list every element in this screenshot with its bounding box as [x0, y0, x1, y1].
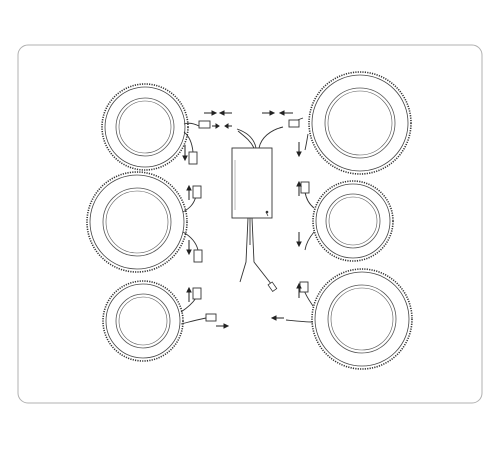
arrows-bottom-row	[216, 315, 284, 329]
led-driver-box	[231, 147, 273, 219]
plug-connector	[267, 281, 278, 292]
arrows-top-row	[204, 110, 293, 129]
arrows-vertical	[182, 142, 302, 302]
light-top-left	[101, 83, 189, 171]
lead-bottom-left	[180, 287, 217, 325]
light-middle-left	[86, 171, 188, 273]
lead-top-left	[183, 120, 211, 165]
lead-middle-left	[182, 185, 203, 263]
light-bottom-left	[102, 280, 184, 362]
light-middle-right	[312, 180, 394, 262]
light-top-right	[308, 71, 412, 175]
driver-output-wires	[236, 126, 284, 149]
light-bottom-right	[311, 268, 413, 370]
driver-input-wires	[239, 217, 273, 286]
lead-middle-right	[300, 181, 315, 251]
lead-top-right	[288, 117, 309, 151]
